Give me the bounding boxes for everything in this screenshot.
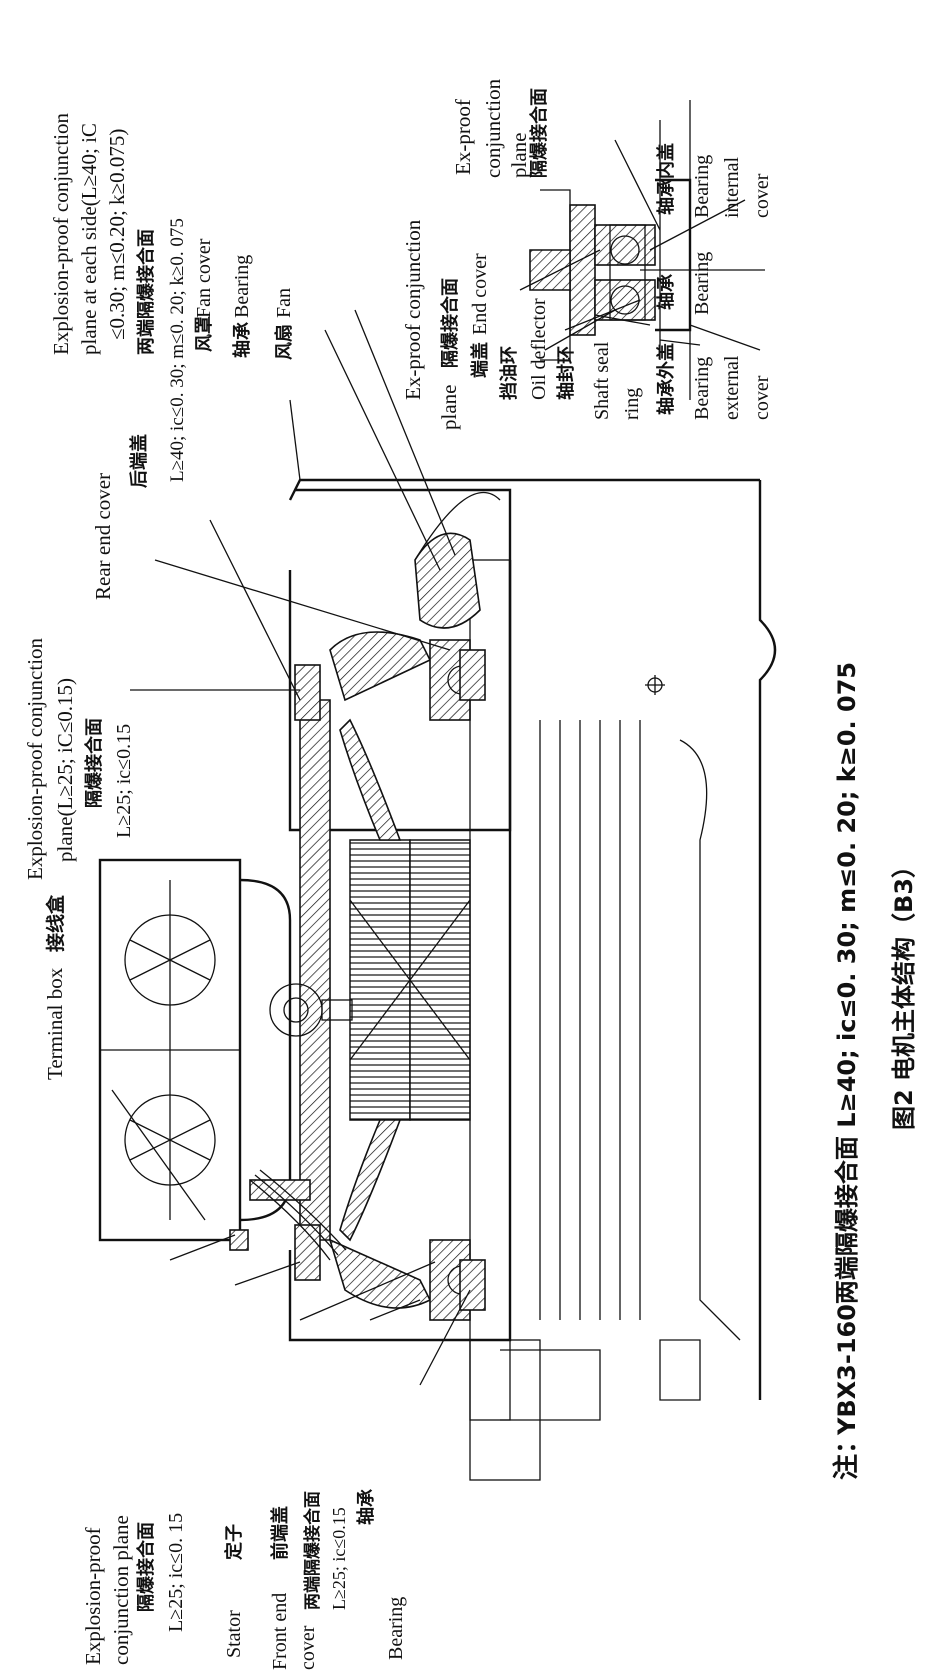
label-both-ends-spec-left: L≥25; ic≤0.15 bbox=[329, 1507, 349, 1610]
label-both-ends-cn-left: 两端隔爆接合面 bbox=[302, 1491, 323, 1610]
label-bearing-int-en3: cover bbox=[751, 173, 773, 218]
label-expl-each-side-en3: ≤0.30; m≤0.20; k≥0.075) bbox=[105, 129, 129, 340]
label-shaft-seal-cn: 轴封环 bbox=[555, 346, 577, 400]
notes: 注： YBX3-160两端隔爆接合面 L≥40; ic≤0. 30; m≤0. … bbox=[831, 662, 918, 1480]
label-front-end-en1: Front end bbox=[269, 1593, 291, 1670]
label-exproof-top-en2: conjunction bbox=[481, 78, 505, 178]
label-bearing-ext-en2: external bbox=[721, 355, 743, 420]
label-bearing-mid-en: Bearing bbox=[231, 255, 253, 318]
label-exproof-mid-en2: plane bbox=[437, 385, 461, 430]
label-fan-en: Fan bbox=[273, 288, 295, 318]
labels-bearing-detail: Ex-proof conjunction plane 隔爆接合面 端盖 End … bbox=[401, 78, 773, 430]
label-expl-plane-top-spec: L≥25; ic≤0.15 bbox=[113, 724, 135, 838]
label-bearing-ext-en1: Bearing bbox=[691, 357, 713, 420]
label-bearing-int-cn: 轴承内盖 bbox=[655, 143, 677, 215]
label-bearing-left-en: Bearing bbox=[385, 1597, 407, 1660]
label-shaft-seal-en1: Shaft seal bbox=[591, 341, 613, 420]
label-expl-each-side-en1: Explosion-proof conjunction bbox=[49, 112, 73, 355]
label-bearing-int-en2: internal bbox=[721, 156, 743, 218]
label-terminal-box-cn: 接线盒 bbox=[44, 894, 67, 952]
label-expl-each-side-en2: plane at each side(L≥40; iC bbox=[77, 123, 101, 355]
label-oil-deflector-cn: 挡油环 bbox=[498, 346, 520, 400]
label-exproof-top-cn: 隔爆接合面 bbox=[528, 88, 550, 178]
label-exproof-mid-cn: 隔爆接合面 bbox=[439, 278, 461, 368]
label-bearing-mid-cn: 轴承 bbox=[231, 321, 253, 358]
label-expl-plane-top-cn: 隔爆接合面 bbox=[83, 718, 105, 808]
label-stator-cn: 定子 bbox=[223, 1524, 245, 1560]
label-end-cover-cn: 端盖 bbox=[469, 342, 491, 378]
label-terminal-box-en: Terminal box bbox=[43, 967, 67, 1080]
label-expl-plane-left-en1: Explosion-proof bbox=[81, 1527, 105, 1665]
note-prefix: 注： bbox=[831, 1428, 862, 1480]
label-bearing-small-cn: 轴承 bbox=[655, 273, 677, 310]
label-exproof-top-en3: plane bbox=[507, 133, 531, 178]
label-expl-plane-left-en2: conjunction plane bbox=[109, 1515, 133, 1665]
label-fan-cover-cn: 风罩 bbox=[194, 316, 215, 352]
label-oil-deflector-en: Oil deflector bbox=[528, 298, 550, 400]
label-expl-plane-left-cn: 隔爆接合面 bbox=[135, 1522, 157, 1612]
leader-lines bbox=[111, 139, 765, 1386]
label-bearing-ext-en3: cover bbox=[751, 375, 773, 420]
labels-top: Explosion-proof conjunction plane(L≥25; … bbox=[23, 112, 295, 880]
label-end-cover-en: End cover bbox=[469, 253, 491, 335]
label-expl-plane-top-en2: plane(L≥25; iC≤0.15) bbox=[53, 678, 77, 862]
label-stator-en: Stator bbox=[223, 1610, 245, 1658]
label-bearing-int-en1: Bearing bbox=[691, 155, 713, 218]
label-shaft-seal-en2: ring bbox=[621, 388, 643, 420]
label-bearing-left-cn: 轴承 bbox=[355, 1488, 377, 1525]
label-bearing-small-en: Bearing bbox=[691, 252, 713, 315]
label-fan-cn: 风扇 bbox=[273, 324, 295, 360]
note-text: YBX3-160两端隔爆接合面 L≥40; ic≤0. 30; m≤0. 20;… bbox=[833, 662, 861, 1436]
label-both-ends-spec-right: L≥40; ic≤0. 30; m≤0. 20; k≥0. 075 bbox=[167, 218, 188, 482]
figure-caption: 图2 电机主体结构（B3） bbox=[890, 854, 918, 1130]
label-bearing-ext-cn: 轴承外盖 bbox=[655, 343, 677, 415]
motor-body-drawing bbox=[98, 478, 777, 1481]
label-front-end-cn: 前端盖 bbox=[269, 1506, 291, 1560]
label-expl-plane-top-en1: Explosion-proof conjunction bbox=[23, 637, 47, 880]
label-exproof-top-en1: Ex-proof bbox=[451, 99, 475, 175]
label-rear-end-en: Rear end cover bbox=[91, 473, 115, 600]
label-front-end-en2: cover bbox=[297, 1625, 319, 1670]
label-exproof-mid-en1: Ex-proof conjunction bbox=[401, 219, 425, 400]
label-rear-end-cn: 后端盖 bbox=[128, 434, 150, 488]
label-fan-cover-en: Fan cover bbox=[193, 238, 215, 318]
label-expl-plane-left-spec: L≥25; ic≤0. 15 bbox=[165, 1513, 187, 1632]
labels-left-side: Terminal box 接线盒 Explosion-proof conjunc… bbox=[43, 894, 407, 1670]
label-both-ends-cn-right: 两端隔爆接合面 bbox=[135, 229, 157, 355]
